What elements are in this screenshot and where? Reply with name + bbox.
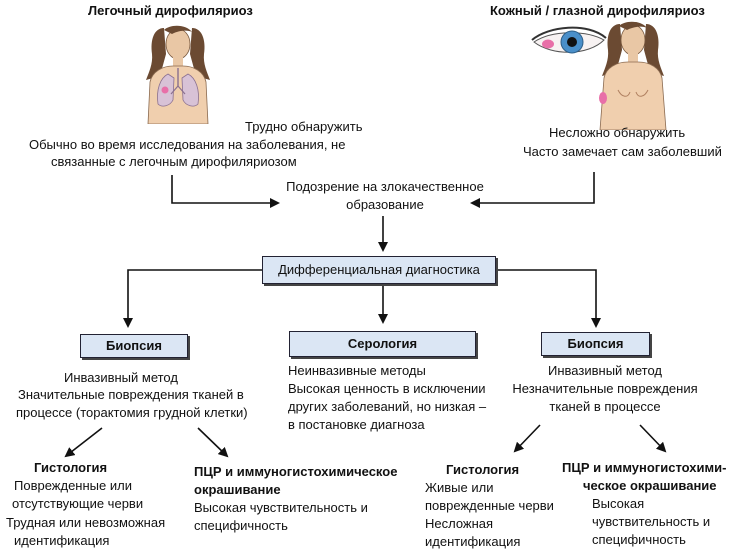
serology-text: других заболеваний, но низкая – (288, 399, 487, 414)
biopsy-left-text: Инвазивный метод (64, 370, 178, 385)
histology-left-text: идентификация (14, 533, 110, 548)
pulmonary-desc-line: Обычно во время исследования на заболева… (29, 137, 346, 152)
cutaneous-title: Кожный / глазной дирофиляриоз (490, 3, 705, 18)
biopsy-right-text: Незначительные повреждения (512, 381, 698, 396)
lung-figure-icon (146, 25, 210, 124)
histology-right-text: поврежденные черви (425, 498, 554, 513)
biopsy-left-text: Значительные повреждения тканей в (18, 387, 244, 402)
histology-right-title: Гистология (446, 462, 520, 477)
histology-left-text: отсутствующие черви (12, 496, 144, 511)
suspicion-text: образование (346, 197, 424, 212)
serology-text: Неинвазивные методы (288, 363, 426, 378)
histology-right-text: идентификация (425, 534, 521, 549)
pcr-left-title: ПЦР и иммуногистохимическое (194, 464, 398, 479)
cutaneous-detect-text: Несложно обнаружить (549, 125, 686, 140)
pulmonary-detect-text: Трудно обнаружить (245, 119, 363, 134)
biopsy-right-text: Инвазивный метод (548, 363, 662, 378)
pcr-right-text: чувствительность и (592, 514, 711, 529)
histology-right-text: Несложная (425, 516, 494, 531)
cutaneous-desc-line: Часто замечает сам заболевший (523, 144, 722, 159)
biopsy-right-box: Биопсия (541, 332, 650, 356)
histology-left-text: Поврежденные или (14, 478, 132, 493)
pcr-right-text: специфичность (592, 532, 686, 547)
pcr-right-title: ПЦР и иммуногистохими- (562, 460, 727, 475)
histology-right-text: Живые или (425, 480, 494, 495)
serology-box: Серология (289, 331, 476, 357)
serology-text: Высокая ценность в исключении (288, 381, 486, 396)
pcr-right-text: Высокая (592, 496, 645, 511)
eye-icon (531, 26, 607, 54)
serology-text: в постановке диагноза (288, 417, 425, 432)
pcr-left-title: окрашивание (194, 482, 281, 497)
pcr-left-text: Высокая чувствительность и (194, 500, 368, 515)
skin-figure-icon (599, 21, 667, 130)
pulmonary-title: Легочный дирофиляриоз (88, 3, 253, 18)
biopsy-left-box: Биопсия (80, 334, 188, 358)
histology-left-text: Трудная или невозможная (6, 515, 166, 530)
differential-diagnosis-box: Дифференциальная диагностика (262, 256, 496, 284)
suspicion-text: Подозрение на злокачественное (286, 179, 484, 194)
pcr-right-title: ческое окрашивание (583, 478, 717, 493)
pcr-left-text: специфичность (194, 518, 288, 533)
biopsy-left-text: процессе (торактомия грудной клетки) (16, 405, 248, 420)
biopsy-right-text: тканей в процессе (549, 399, 661, 414)
histology-left-title: Гистология (34, 460, 108, 475)
pulmonary-desc-line: связанные с легочным дирофиляриозом (51, 154, 297, 169)
